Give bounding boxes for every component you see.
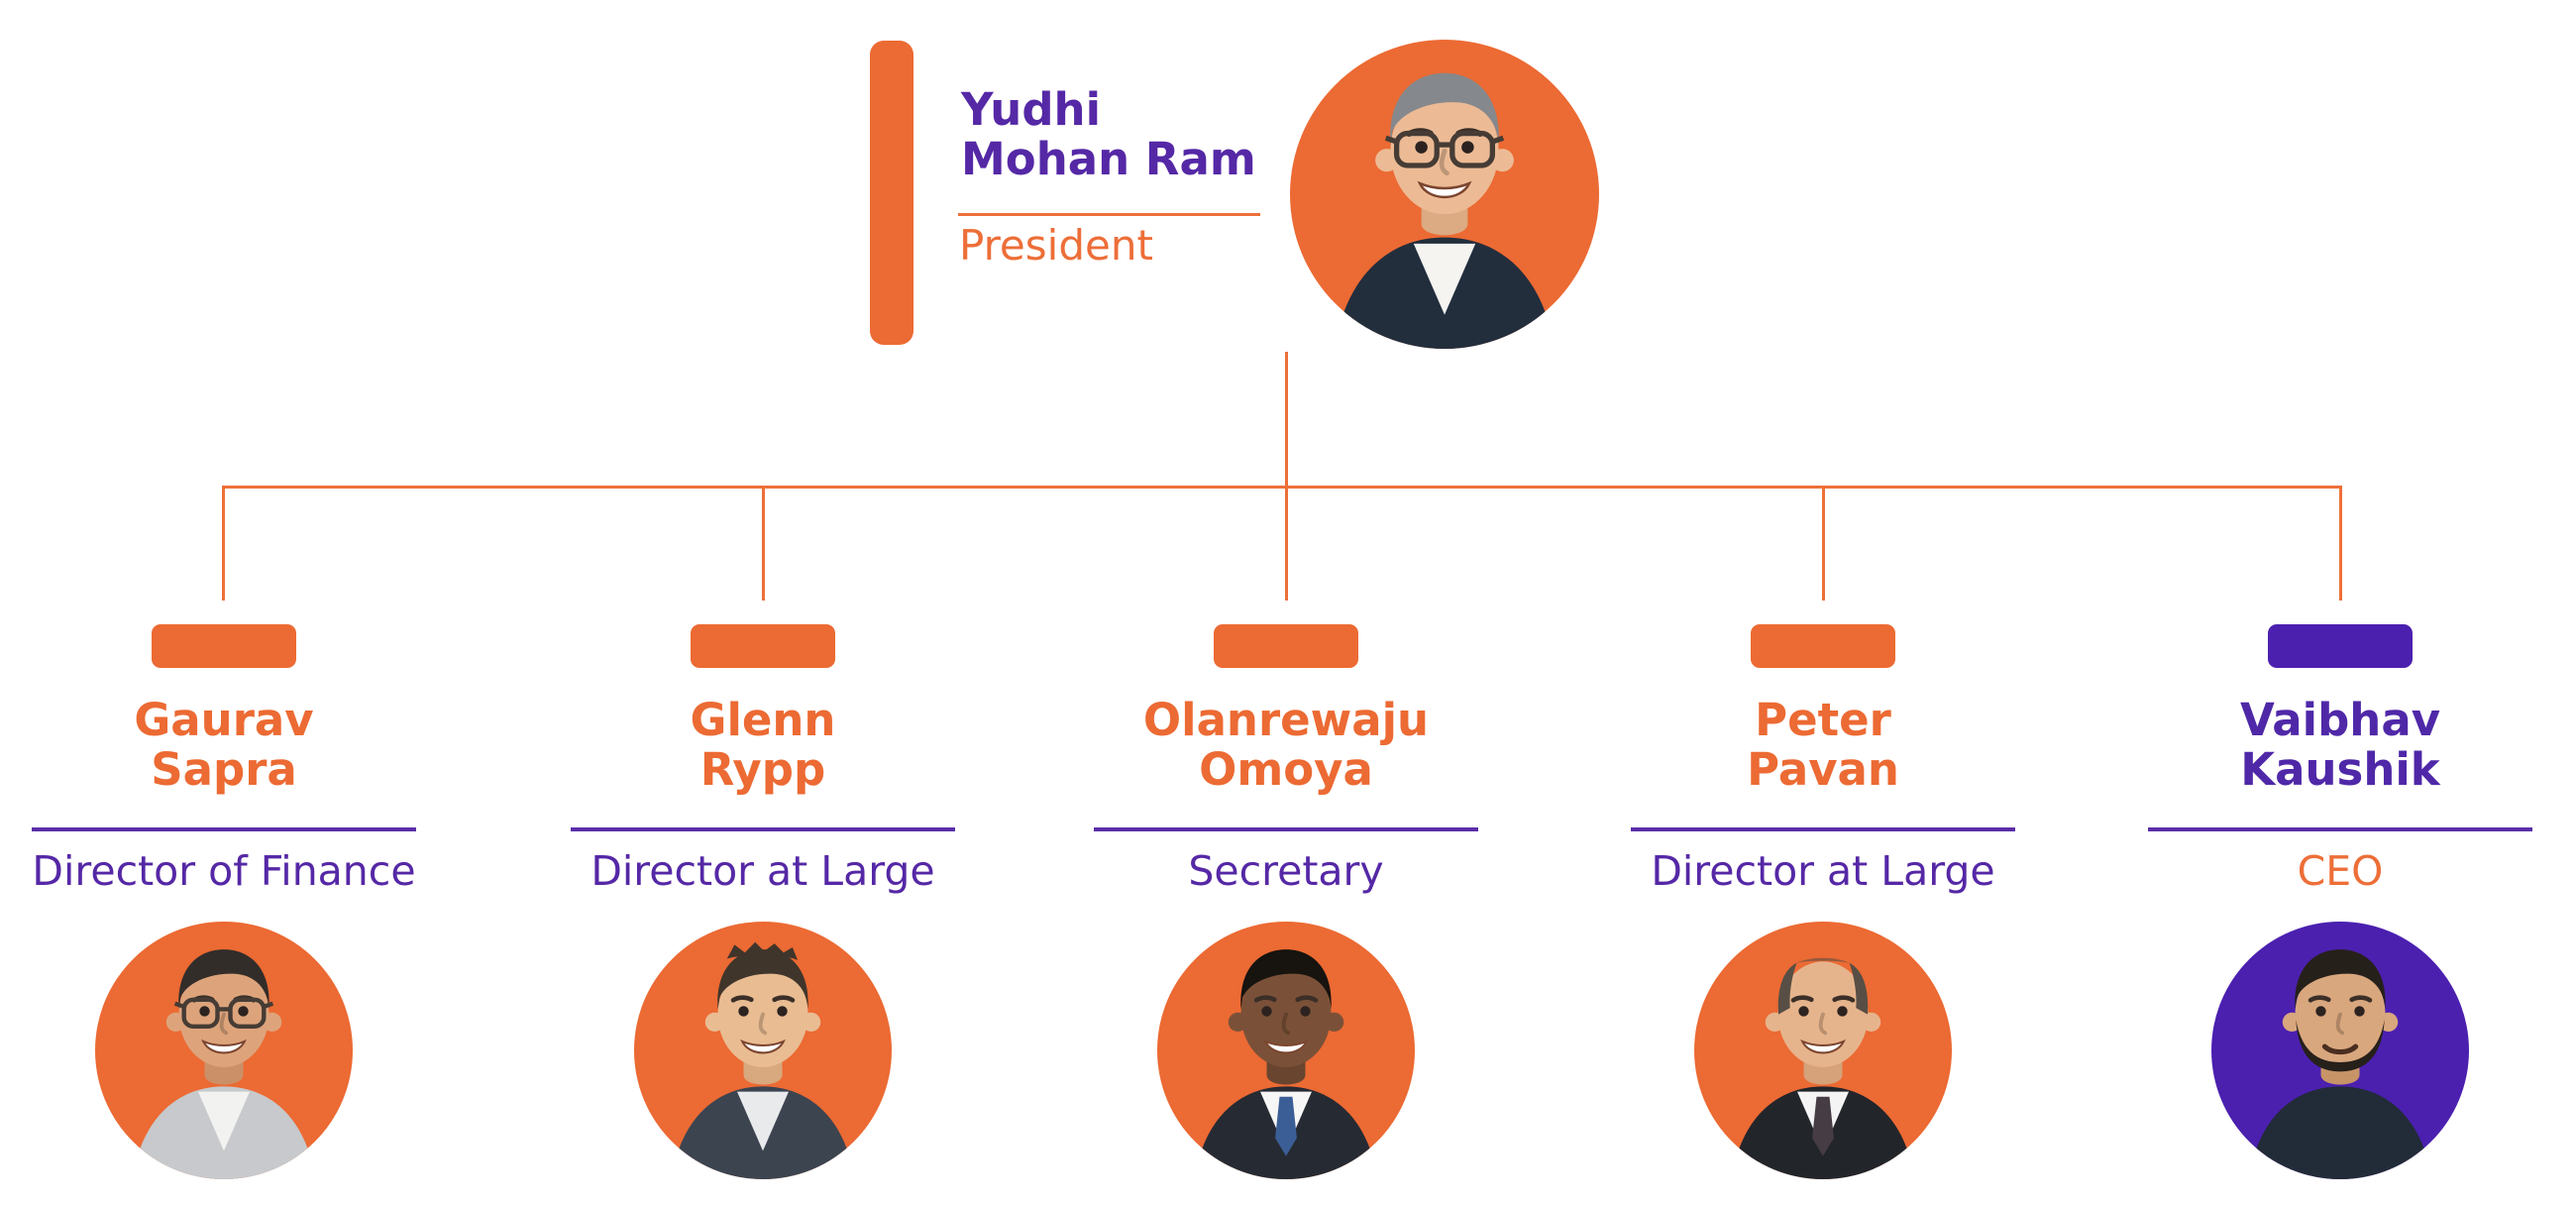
- person-name-underline: [1094, 827, 1478, 831]
- person-name: Glenn Rypp: [498, 696, 1027, 795]
- hero-name: Yudhi Mohan Ram: [961, 85, 1256, 184]
- connector-stub-4: [1822, 486, 1825, 601]
- person-accent-tab: [2268, 624, 2413, 668]
- connector-stub-2: [762, 486, 765, 601]
- connector-stub-3: [1285, 486, 1288, 601]
- hero-photo: [1290, 40, 1599, 349]
- person-name: Peter Pavan: [1558, 696, 2088, 795]
- person-accent-tab: [691, 624, 835, 668]
- person-name-line2: Rypp: [699, 743, 826, 796]
- person-name: Vaibhav Kaushik: [2076, 696, 2576, 795]
- person-name-line2: Pavan: [1747, 743, 1899, 796]
- hero-name-underline: [958, 213, 1260, 216]
- connector-horizontal: [222, 486, 2342, 489]
- person-card-gaurav-sapra: Gaurav Sapra Director of Finance: [0, 600, 488, 1205]
- person-title: Director of Finance: [32, 847, 416, 895]
- person-accent-tab: [1751, 624, 1895, 668]
- person-photo: [95, 922, 353, 1179]
- hero-name-line2: Mohan Ram: [961, 133, 1256, 185]
- person-name-line2: Kaushik: [2240, 743, 2440, 796]
- hero-name-line1: Yudhi: [961, 83, 1102, 136]
- person-name-line2: Sapra: [151, 743, 297, 796]
- person-card-vaibhav-kaushik: Vaibhav Kaushik CEO: [2076, 600, 2576, 1205]
- person-name-underline: [571, 827, 955, 831]
- person-name-underline: [2148, 827, 2532, 831]
- hero-accent-bar: [870, 41, 913, 345]
- person-name: Olanrewaju Omoya: [1021, 696, 1551, 795]
- hero-title: President: [959, 221, 1153, 270]
- person-name-underline: [1631, 827, 2015, 831]
- person-card-peter-pavan: Peter Pavan Director at Large: [1558, 600, 2088, 1205]
- person-photo: [634, 922, 892, 1179]
- person-title: Director at Large: [590, 847, 935, 895]
- person-accent-tab: [152, 624, 296, 668]
- person-card-olanrewaju-omoya: Olanrewaju Omoya Secretary: [1021, 600, 1551, 1205]
- person-name-line1: Peter: [1755, 694, 1891, 746]
- person-name-line1: Glenn: [690, 694, 836, 746]
- person-card-glenn-rypp: Glenn Rypp Director at Large: [498, 600, 1027, 1205]
- person-photo: [1157, 922, 1415, 1179]
- person-name-line1: Olanrewaju: [1142, 694, 1430, 746]
- person-accent-tab: [1214, 624, 1358, 668]
- person-title: Secretary: [1188, 847, 1384, 895]
- person-name-underline: [32, 827, 416, 831]
- person-name: Gaurav Sapra: [0, 696, 488, 795]
- person-name-line2: Omoya: [1199, 743, 1373, 796]
- person-name-line1: Gaurav: [134, 694, 314, 746]
- person-name-line1: Vaibhav: [2239, 694, 2441, 746]
- connector-stub-1: [222, 486, 225, 601]
- connector-hero-vertical: [1285, 352, 1288, 487]
- person-title: CEO: [2297, 847, 2384, 895]
- person-title: Director at Large: [1651, 847, 1995, 895]
- person-photo: [1694, 922, 1952, 1179]
- connector-stub-5: [2339, 486, 2342, 601]
- person-photo: [2211, 922, 2469, 1179]
